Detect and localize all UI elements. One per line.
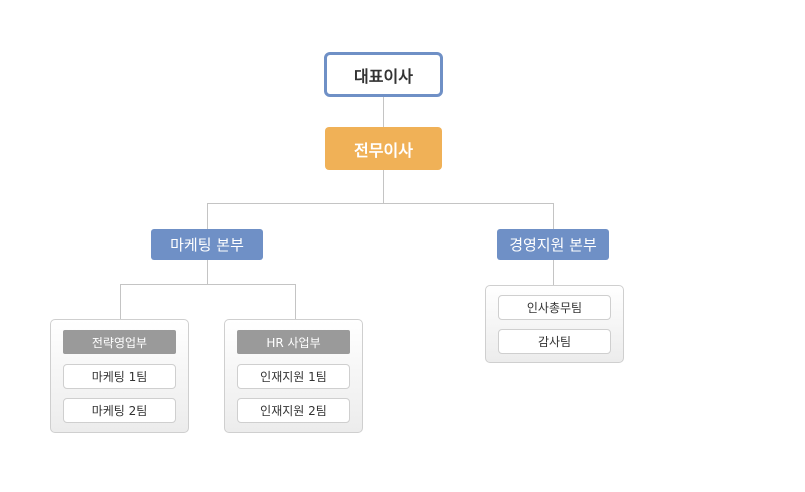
connector-management-down [553,260,554,285]
team-marketing-2: 마케팅 2팀 [63,398,176,423]
ceo-node: 대표이사 [324,52,443,97]
connector-to-hr [295,284,296,319]
team-audit: 감사팀 [498,329,611,354]
team-hr-general-affairs: 인사총무팀 [498,295,611,320]
connector-vp-down [383,170,384,203]
connector-dept-horizontal [120,284,296,285]
connector-to-marketing [207,203,208,229]
connector-to-management [553,203,554,229]
management-team-panel: 인사총무팀 감사팀 [485,285,624,363]
team-marketing-1: 마케팅 1팀 [63,364,176,389]
connector-ceo-vp [383,97,384,127]
hr-department-label: HR 사업부 [237,330,350,354]
vp-node: 전무이사 [325,127,442,170]
team-talent-support-1: 인재지원 1팀 [237,364,350,389]
hr-department-panel: HR 사업부 인재지원 1팀 인재지원 2팀 [224,319,363,433]
management-division-node: 경영지원 본부 [497,229,609,260]
connector-marketing-down [207,260,208,284]
team-talent-support-2: 인재지원 2팀 [237,398,350,423]
connector-to-strategy [120,284,121,319]
marketing-division-node: 마케팅 본부 [151,229,263,260]
strategy-department-label: 전략영업부 [63,330,176,354]
connector-division-horizontal [207,203,554,204]
strategy-department-panel: 전략영업부 마케팅 1팀 마케팅 2팀 [50,319,189,433]
